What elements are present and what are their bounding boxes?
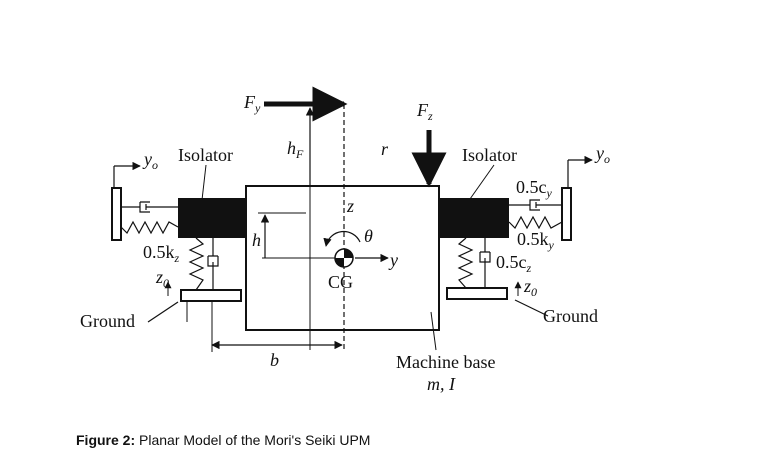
isolator-right-label: Isolator bbox=[462, 145, 517, 165]
isolator-left-label: Isolator bbox=[178, 145, 233, 165]
left-horizontal-spring bbox=[120, 220, 179, 235]
hf-label: hF bbox=[287, 138, 304, 161]
z0-right-label: z0 bbox=[523, 276, 537, 299]
figure-caption: Figure 2: Planar Model of the Mori's Sei… bbox=[76, 432, 370, 448]
right-horizontal-damper bbox=[509, 199, 562, 211]
machine-base-body bbox=[245, 185, 440, 331]
left-vertical-damper bbox=[207, 238, 219, 290]
k-left-label: 0.5kz bbox=[143, 242, 180, 265]
isolator-right-leader bbox=[469, 164, 495, 200]
y0-left-label: yo bbox=[142, 149, 158, 172]
mass-inertia-label: m, I bbox=[427, 374, 456, 394]
isolator-right-block bbox=[439, 198, 509, 238]
left-horizontal-damper bbox=[121, 201, 178, 213]
cg-label: CG bbox=[328, 272, 353, 292]
isolator-left-leader bbox=[201, 164, 207, 201]
k-right-y-label: 0.5ky bbox=[517, 229, 555, 252]
theta-label: θ bbox=[364, 226, 373, 246]
right-ground-plate bbox=[446, 287, 508, 300]
figure-caption-text: Planar Model of the Mori's Seiki UPM bbox=[139, 432, 371, 448]
y0-right-label: yo bbox=[594, 143, 610, 166]
right-wall-plate bbox=[561, 187, 572, 241]
cg-symbol bbox=[334, 248, 354, 268]
left-wall-plate bbox=[111, 187, 122, 241]
isolator-left-block bbox=[178, 198, 246, 238]
z-label: z bbox=[346, 196, 354, 216]
r-label: r bbox=[381, 139, 389, 159]
machine-base-leader bbox=[430, 311, 437, 351]
c-right-z-label: 0.5cz bbox=[496, 252, 532, 275]
c-right-y-label: 0.5cy bbox=[516, 177, 553, 200]
b-label: b bbox=[270, 350, 279, 370]
right-vertical-spring bbox=[457, 237, 474, 289]
ground-right-label: Ground bbox=[543, 306, 598, 326]
right-horizontal-spring bbox=[508, 215, 563, 230]
figure-caption-prefix: Figure 2: bbox=[76, 432, 136, 448]
right-ground-leader bbox=[514, 299, 549, 317]
y-label: y bbox=[388, 250, 398, 270]
theta-arc bbox=[323, 230, 361, 247]
h-label: h bbox=[252, 230, 261, 250]
fy-label: Fy bbox=[243, 92, 261, 115]
left-ground-leader bbox=[147, 301, 179, 323]
machine-base-label: Machine base bbox=[396, 352, 495, 372]
z0-left-label: z0 bbox=[155, 267, 169, 290]
left-vertical-spring bbox=[188, 237, 205, 291]
ground-left-label: Ground bbox=[80, 311, 135, 331]
right-vertical-damper bbox=[479, 238, 491, 288]
fz-label: Fz bbox=[416, 100, 433, 123]
left-ground-plate bbox=[180, 289, 242, 302]
